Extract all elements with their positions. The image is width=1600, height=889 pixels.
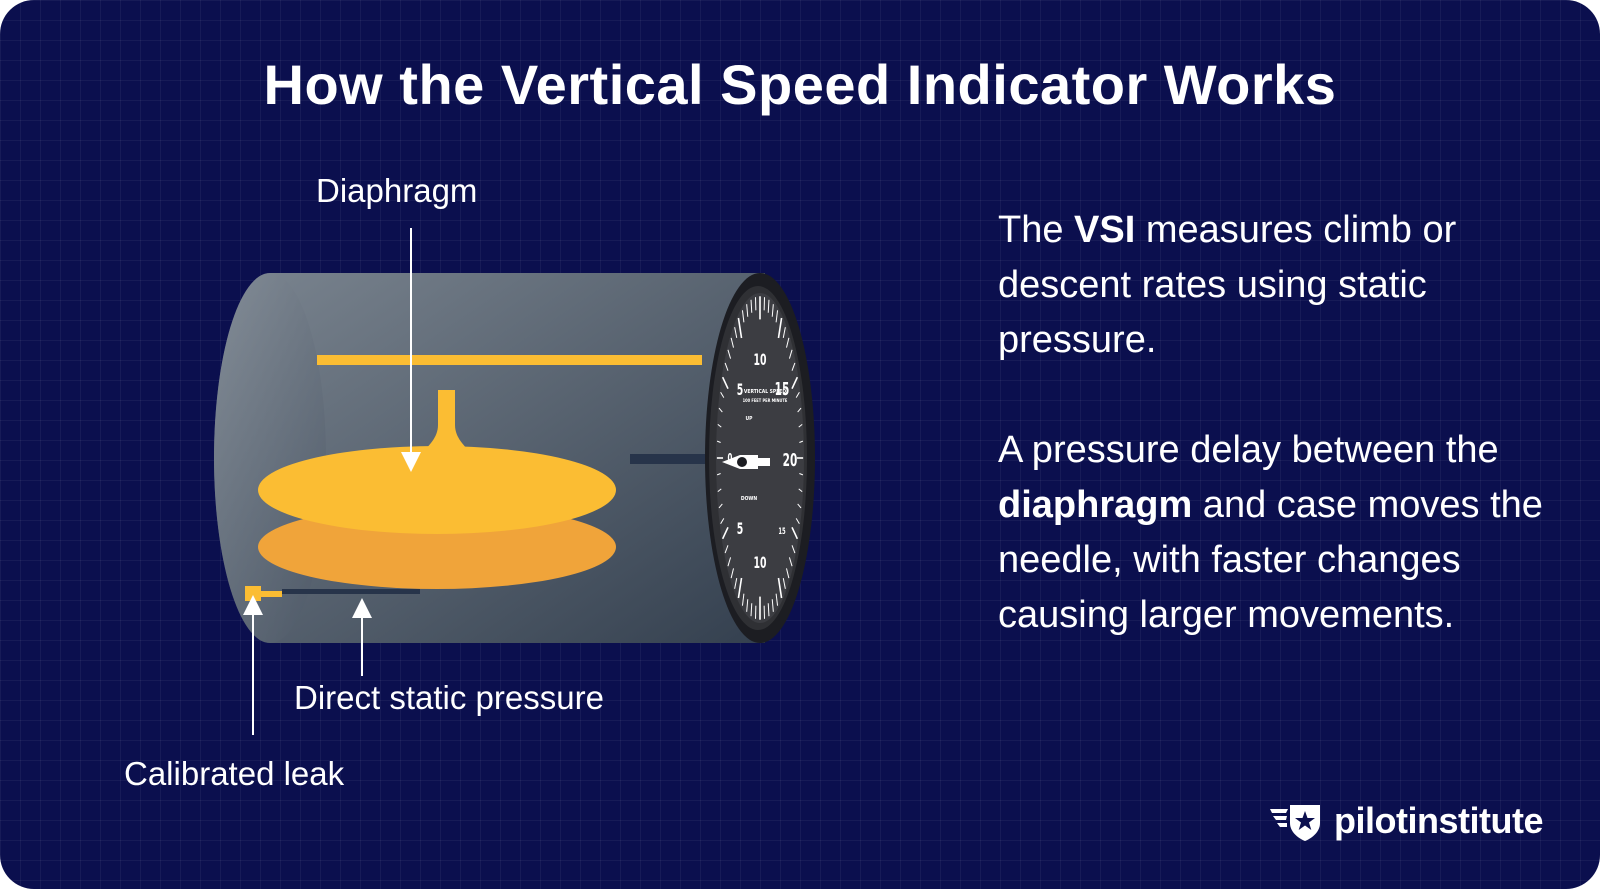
- gauge-tick: [727, 349, 732, 359]
- page-title: How the Vertical Speed Indicator Works: [263, 53, 1337, 116]
- gauge-tick: [771, 599, 774, 612]
- gauge-tick: [718, 503, 723, 509]
- gauge-tick: [737, 577, 743, 599]
- top-bar: [317, 355, 702, 365]
- gauge-tick: [730, 337, 734, 348]
- direct-static-pressure-label: Direct static pressure: [294, 679, 604, 716]
- gauge-tick: [721, 376, 729, 390]
- gauge-tick: [797, 503, 802, 509]
- gauge-number-20: 20: [783, 449, 798, 470]
- gauge-tick: [775, 310, 779, 323]
- gauge-up-label: UP: [746, 416, 754, 422]
- gauge-tick: [737, 317, 743, 339]
- gauge-tick: [775, 593, 779, 606]
- gauge-tick: [786, 337, 790, 348]
- gauge-tick: [721, 526, 729, 540]
- gauge-tick: [795, 518, 800, 525]
- gauge-tick: [716, 440, 721, 443]
- para2-text-after: and case moves the needle, with faster c…: [998, 484, 1543, 636]
- gauge-tick: [716, 473, 721, 476]
- gauge-tick: [799, 473, 804, 476]
- description-paragraph-2: A pressure delay between the diaphragm a…: [998, 423, 1558, 643]
- gauge-tick: [767, 603, 770, 617]
- gauge-tick: [791, 545, 796, 554]
- vsi-gauge: 10 5 15 20 0 5 15 10 VERTICAL SPEED 100 …: [705, 273, 815, 643]
- gauge-tick: [797, 407, 802, 413]
- gauge-tick: [734, 327, 738, 338]
- gauge-tick: [791, 376, 799, 390]
- gauge-tick: [786, 568, 790, 579]
- diaphragm: [258, 390, 616, 589]
- gauge-tick: [718, 407, 723, 413]
- para2-text-before: A pressure delay between the: [998, 429, 1499, 471]
- gauge-tick: [746, 599, 749, 612]
- gauge-number-up-5: 5: [737, 381, 744, 400]
- gauge-needle: [722, 455, 770, 469]
- gauge-tick: [750, 603, 753, 617]
- gauge-tick: [777, 317, 783, 339]
- para1-text-after: measures climb or descent rates using st…: [998, 209, 1457, 361]
- para1-text-before: The: [998, 209, 1075, 251]
- gauge-number-15: 15: [775, 378, 790, 399]
- gauge-tick: [788, 349, 793, 359]
- gauge-tick: [720, 518, 725, 525]
- gauge-tick: [717, 488, 722, 493]
- gauge-tick: [788, 557, 793, 567]
- gauge-tick: [782, 578, 786, 589]
- gauge-number-bottom-10: 10: [753, 554, 766, 573]
- gauge-tick: [771, 304, 774, 317]
- gauge-tick: [741, 310, 745, 323]
- gauge-tick: [767, 299, 770, 313]
- gauge-tick: [720, 391, 725, 398]
- gauge-tick: [727, 557, 732, 567]
- gauge-number-down-5: 5: [737, 520, 744, 539]
- gauge-tick: [724, 545, 729, 554]
- gauge-tick: [795, 391, 800, 398]
- diaphragm-label: Diaphragm: [316, 172, 478, 209]
- gauge-tick: [798, 423, 803, 428]
- gauge-tick: [798, 488, 803, 493]
- gauge-tick: [782, 327, 786, 338]
- gauge-tick: [799, 440, 804, 443]
- gauge-number-down-15: 15: [778, 526, 786, 537]
- gauge-tick: [777, 577, 783, 599]
- gauge-tick: [724, 362, 729, 371]
- description-paragraph-1: The VSI measures climb or descent rates …: [998, 203, 1558, 368]
- gauge-caption-line2: 100 FEET PER MINUTE: [743, 398, 788, 403]
- gauge-down-label: DOWN: [741, 496, 758, 502]
- gauge-ticks: [716, 296, 804, 620]
- gauge-tick: [717, 423, 722, 428]
- para2-bold-diaphragm: diaphragm: [998, 484, 1193, 526]
- linkage-rod: [630, 454, 725, 464]
- gauge-tick: [750, 299, 753, 313]
- gauge-tick: [741, 593, 745, 606]
- pilotinstitute-logo: pilotinstitute: [1268, 796, 1543, 846]
- calibrated-leak-label: Calibrated leak: [124, 755, 345, 792]
- gauge-tick: [791, 362, 796, 371]
- gauge-tick: [791, 526, 799, 540]
- gauge-caption-line1: VERTICAL SPEED: [744, 389, 786, 395]
- gauge-tick: [746, 304, 749, 317]
- gauge-tick: [734, 578, 738, 589]
- gauge-number-top-10: 10: [753, 351, 766, 370]
- para1-bold-vsi: VSI: [1074, 209, 1136, 251]
- logo-text: pilotinstitute: [1334, 800, 1543, 841]
- gauge-tick: [730, 568, 734, 579]
- star-shield-wings-icon: [1270, 805, 1320, 841]
